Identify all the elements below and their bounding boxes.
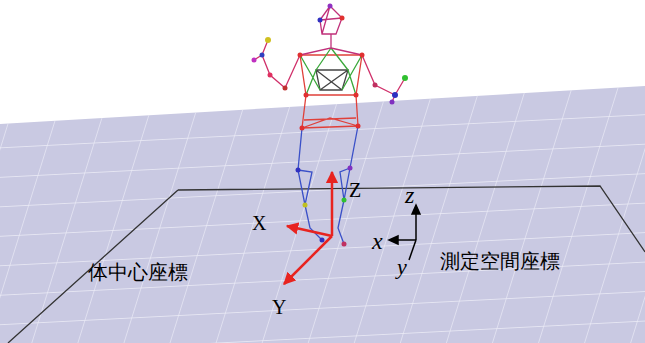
axis-label: Y bbox=[272, 297, 286, 317]
coordinate-caption: 体中心座標 bbox=[88, 262, 188, 282]
axis-label: x bbox=[372, 229, 383, 253]
axis-label: z bbox=[405, 183, 414, 207]
coordinate-caption: 測定空間座標 bbox=[440, 251, 560, 271]
axis-label: y bbox=[397, 256, 407, 278]
axis-label: Z bbox=[349, 180, 361, 200]
axis-label: X bbox=[252, 213, 266, 233]
